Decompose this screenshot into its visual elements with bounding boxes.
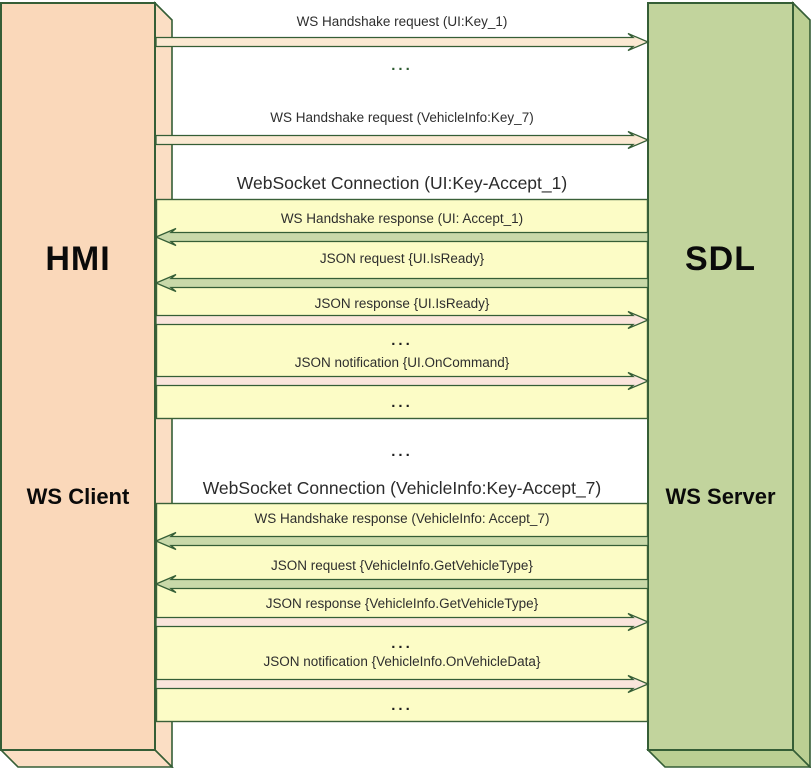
session-ui-ellipsis-1: ...: [391, 332, 413, 349]
vehicleinfo-handshake-response-arrow: [154, 531, 649, 551]
ui-handshake-response-label: WS Handshake response (UI: Accept_1): [280, 211, 524, 226]
session-vehicleinfo-ellipsis-1: ...: [391, 635, 413, 652]
sdl-box: [646, 1, 811, 768]
between-sessions-ellipsis: ...: [391, 443, 413, 460]
handshake-request-7-label: WS Handshake request (VehicleInfo:Key_7): [270, 110, 534, 125]
handshake-request-1-arrow: [155, 32, 650, 52]
ui-handshake-response-arrow: [154, 227, 649, 247]
ui-json-response-arrow: [155, 310, 650, 330]
session-vehicleinfo-ellipsis-2: ...: [391, 697, 413, 714]
sdl-box-bottom-face: [646, 749, 811, 768]
hmi-subtitle: WS Client: [26, 484, 130, 509]
ui-json-notification-label: JSON notification {UI.OnCommand}: [294, 355, 510, 370]
hmi-box: [0, 1, 174, 768]
hmi-box-front-face: [0, 2, 156, 751]
sdl-subtitle: WS Server: [665, 484, 776, 509]
vehicleinfo-json-request-label: JSON request {VehicleInfo.GetVehicleType…: [271, 558, 533, 573]
ui-json-notification-arrow: [155, 371, 650, 391]
vehicleinfo-json-response-label: JSON response {VehicleInfo.GetVehicleTyp…: [265, 596, 539, 611]
vehicleinfo-handshake-response-label: WS Handshake response (VehicleInfo: Acce…: [254, 511, 550, 526]
ui-json-request-arrow: [154, 273, 649, 293]
sdl-box-front-face: [647, 2, 794, 751]
handshake-ellipsis: ...: [391, 57, 413, 74]
vehicleinfo-json-notification-arrow: [155, 674, 650, 694]
sdl-title: SDL: [685, 240, 756, 278]
vehicleinfo-json-request-arrow: [154, 574, 649, 594]
sdl-box-side-face: [792, 1, 811, 768]
handshake-request-7-arrow: [155, 130, 650, 150]
session-ui-header: WebSocket Connection (UI:Key-Accept_1): [236, 173, 568, 193]
ui-json-response-label: JSON response {UI.IsReady}: [314, 296, 490, 311]
ui-json-request-label: JSON request {UI.IsReady}: [319, 251, 485, 266]
session-vehicleinfo-header: WebSocket Connection (VehicleInfo:Key-Ac…: [202, 478, 602, 498]
hmi-box-bottom-face: [0, 749, 174, 768]
hmi-title: HMI: [45, 240, 111, 278]
session-ui-ellipsis-2: ...: [391, 394, 413, 411]
handshake-request-1-label: WS Handshake request (UI:Key_1): [296, 14, 508, 29]
vehicleinfo-json-notification-label: JSON notification {VehicleInfo.OnVehicle…: [263, 654, 541, 669]
vehicleinfo-json-response-arrow: [155, 612, 650, 632]
